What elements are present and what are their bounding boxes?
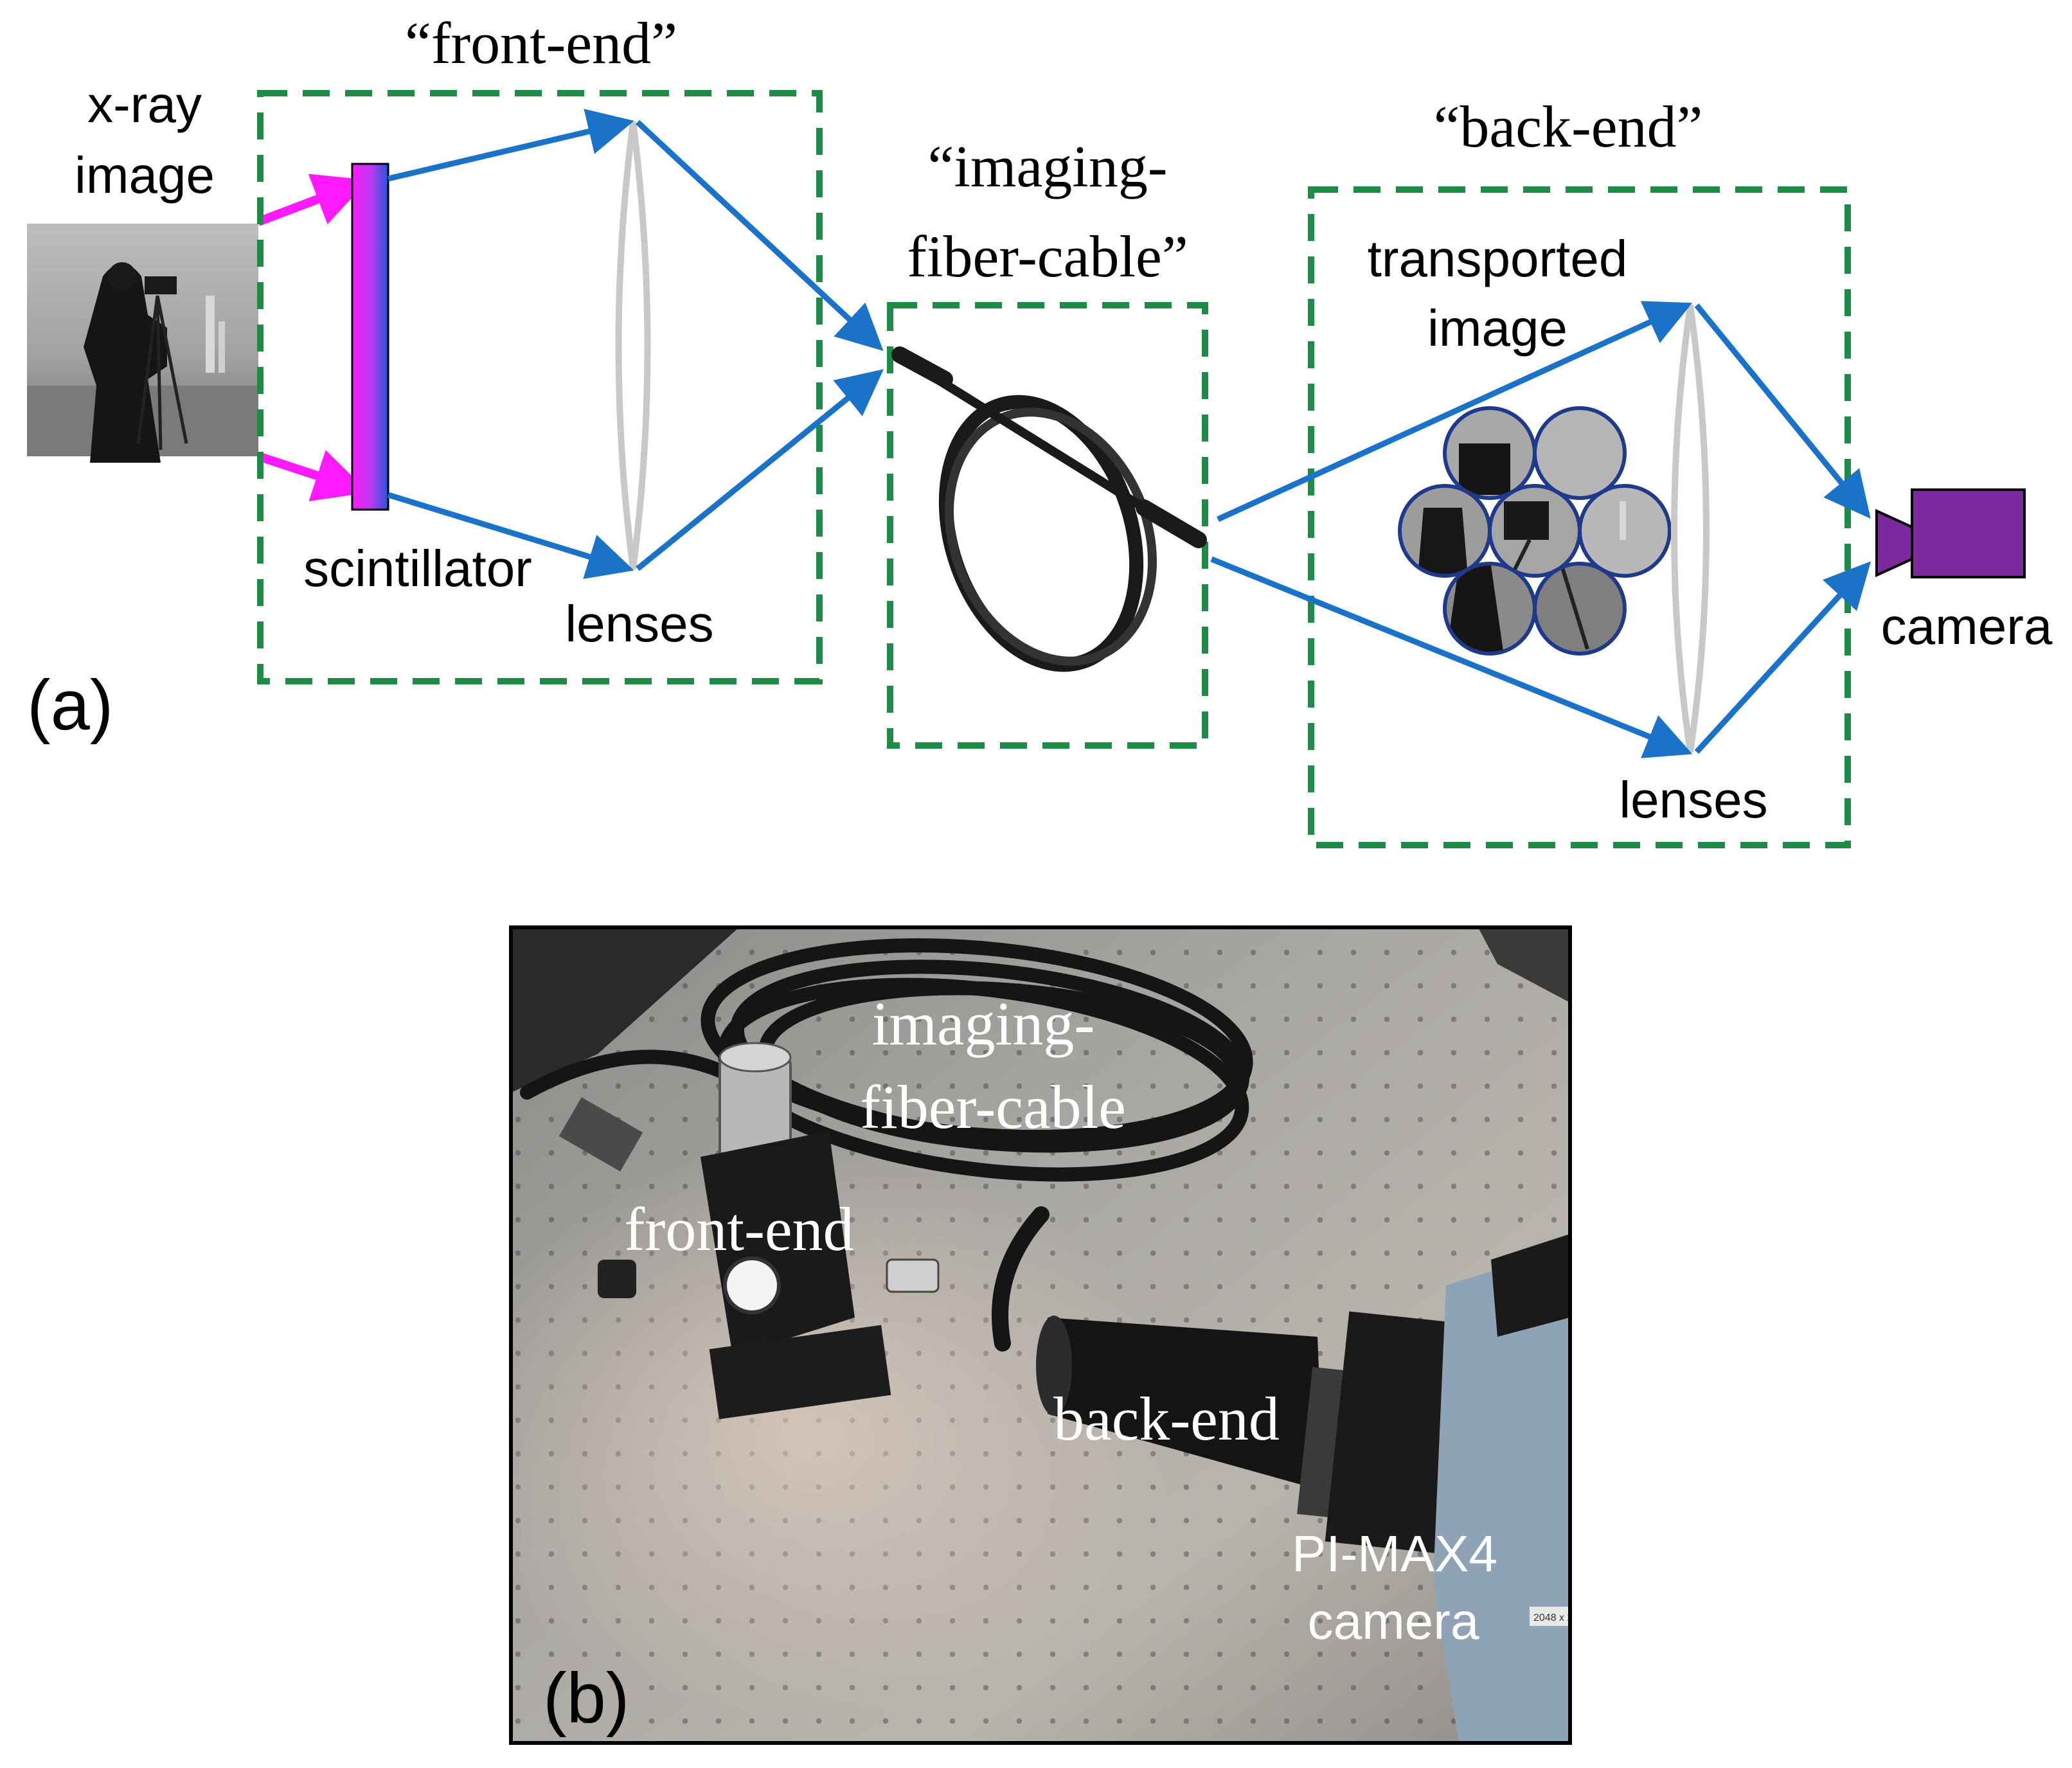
transported-label-line2: image (1427, 299, 1567, 357)
photo-camera-label-line2: camera (1308, 1593, 1479, 1650)
camera-icon (1875, 488, 2026, 578)
xray-arrow-top (256, 174, 369, 226)
xray-arrow-bottom (256, 450, 369, 502)
photo-camera-label-line1: PI-MAX4 (1292, 1525, 1497, 1582)
scintillator-label: scintillator (303, 540, 532, 597)
back-end-title: “back-end” (1434, 94, 1703, 159)
front-lenses-label: lenses (565, 595, 713, 652)
xray-input-image (27, 224, 258, 463)
transported-image-bundle (1398, 406, 1672, 656)
panel-a-label: (a) (27, 666, 113, 745)
photo-back-end-tube (1036, 1311, 1478, 1555)
photo-fiber-label-line1: imaging- (872, 989, 1095, 1058)
panel-a-schematic: x-ray image “front-end” scintillator len… (27, 10, 2053, 848)
back-end-rays (1210, 301, 1871, 758)
fiber-title-line1: “imaging- (928, 134, 1168, 199)
xray-label-line1: x-ray (87, 76, 202, 133)
fiber-cable-box (887, 302, 1208, 749)
transported-label-line1: transported (1368, 230, 1628, 287)
front-end-title: “front-end” (405, 10, 677, 76)
photo-fiber-coils (520, 938, 1253, 1352)
front-end-box (257, 90, 823, 684)
photo-fiber-label-line2: fiber-cable (860, 1073, 1126, 1141)
scintillator-plate (351, 163, 389, 511)
camera-sticker-text: 2048 x 2048 (1533, 1612, 1590, 1623)
photo-front-end-mount (558, 1042, 940, 1420)
photo-front-end-label: front-end (624, 1195, 853, 1263)
xray-label-line2: image (75, 147, 215, 204)
fiber-cable-coil (891, 346, 1207, 672)
photo-pimax-camera: 2048 x 2048 (1433, 1234, 1590, 1743)
back-lens-shape (1671, 305, 1710, 753)
back-lenses-label: lenses (1619, 771, 1767, 828)
fiber-title-line2: fiber-cable” (907, 224, 1188, 289)
panel-b-photo: 2048 x 2048 imaging- fiber-cable front-e… (509, 925, 1590, 1745)
front-end-rays (387, 109, 884, 579)
photo-frame (509, 925, 1572, 1745)
camera-label: camera (1881, 598, 2053, 655)
photo-back-end-label: back-end (1053, 1384, 1280, 1453)
front-lens-shape (615, 121, 651, 569)
panel-b-label: (b) (543, 1659, 629, 1738)
